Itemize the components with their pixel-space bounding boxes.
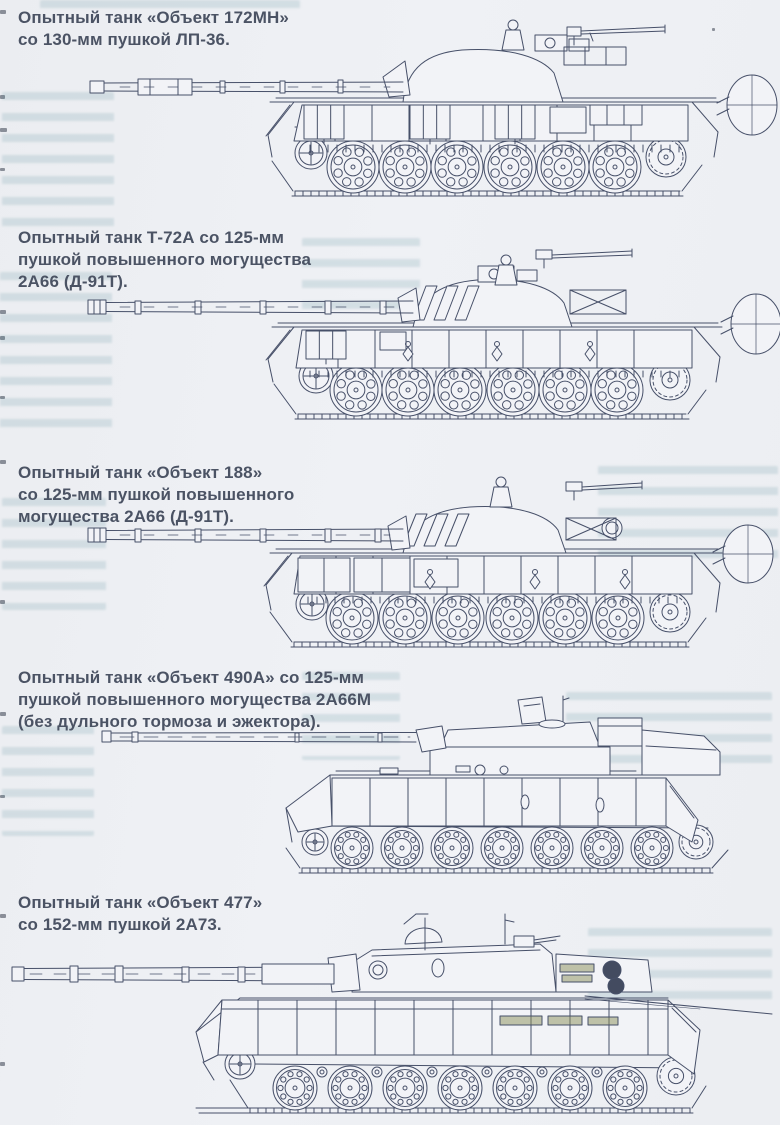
caption-line: Опытный танк «Объект 172МН» — [18, 8, 289, 27]
scan-edge-mark — [0, 310, 6, 314]
page-bleedthrough-text — [302, 672, 400, 760]
caption-line: со 125-мм пушкой повышенного — [18, 485, 295, 504]
caption-line: 2А66 (Д-91Т). — [18, 272, 128, 291]
scan-edge-mark — [0, 795, 5, 798]
scan-edge-mark — [0, 914, 6, 918]
tank-drawing-object-188 — [87, 476, 774, 648]
page-bleedthrough-text — [40, 0, 300, 10]
page-bleedthrough-text — [2, 726, 94, 836]
tank-drawing-object-477 — [11, 913, 773, 1114]
figure-caption: Опытный танк Т-72А со 125-мм пушкой повы… — [18, 227, 458, 293]
tank-drawing-t-72a — [87, 248, 780, 420]
page-bleedthrough-text — [2, 92, 114, 234]
caption-line: могущества 2А66 (Д-91Т). — [18, 507, 234, 526]
caption-line: пушкой повышенного могущества — [18, 250, 312, 269]
page-bleedthrough-text — [2, 498, 106, 610]
caption-line: (без дульного тормоза и эжектора). — [18, 712, 321, 731]
caption-line: Опытный танк «Объект 490А» со 125-мм — [18, 668, 365, 687]
scan-edge-mark — [0, 460, 6, 464]
caption-line: Опытный танк Т-72А со 125-мм — [18, 228, 285, 247]
scan-edge-mark — [0, 396, 5, 399]
scan-edge-mark — [0, 10, 6, 14]
caption-line: пушкой повышенного могущества 2А66М — [18, 690, 372, 709]
figure-caption: Опытный танк «Объект 477» со 152-мм пушк… — [18, 892, 458, 936]
scan-edge-mark — [0, 336, 5, 340]
figure-caption: Опытный танк «Объект 490А» со 125-мм пуш… — [18, 667, 458, 733]
caption-line: со 152-мм пушкой 2А73. — [18, 915, 222, 934]
page-bleedthrough-text — [0, 272, 112, 434]
caption-line: со 130-мм пушкой ЛП-36. — [18, 30, 230, 49]
scan-edge-mark — [0, 600, 5, 604]
figure-caption: Опытный танк «Объект 172МН» со 130-мм пу… — [18, 7, 458, 51]
caption-line: Опытный танк «Объект 477» — [18, 893, 263, 912]
tank-drawing-object-490a — [101, 695, 729, 874]
scan-edge-mark — [0, 1062, 5, 1066]
figure-caption: Опытный танк «Объект 188» со 125-мм пушк… — [18, 462, 458, 528]
caption-line: Опытный танк «Объект 188» — [18, 463, 263, 482]
scan-edge-mark — [0, 95, 5, 99]
tank-drawing-object-172mn — [89, 19, 778, 197]
scan-edge-mark — [0, 712, 6, 716]
scan-edge-mark — [0, 168, 5, 171]
scan-edge-mark — [712, 28, 715, 31]
scan-edge-mark — [0, 128, 7, 132]
